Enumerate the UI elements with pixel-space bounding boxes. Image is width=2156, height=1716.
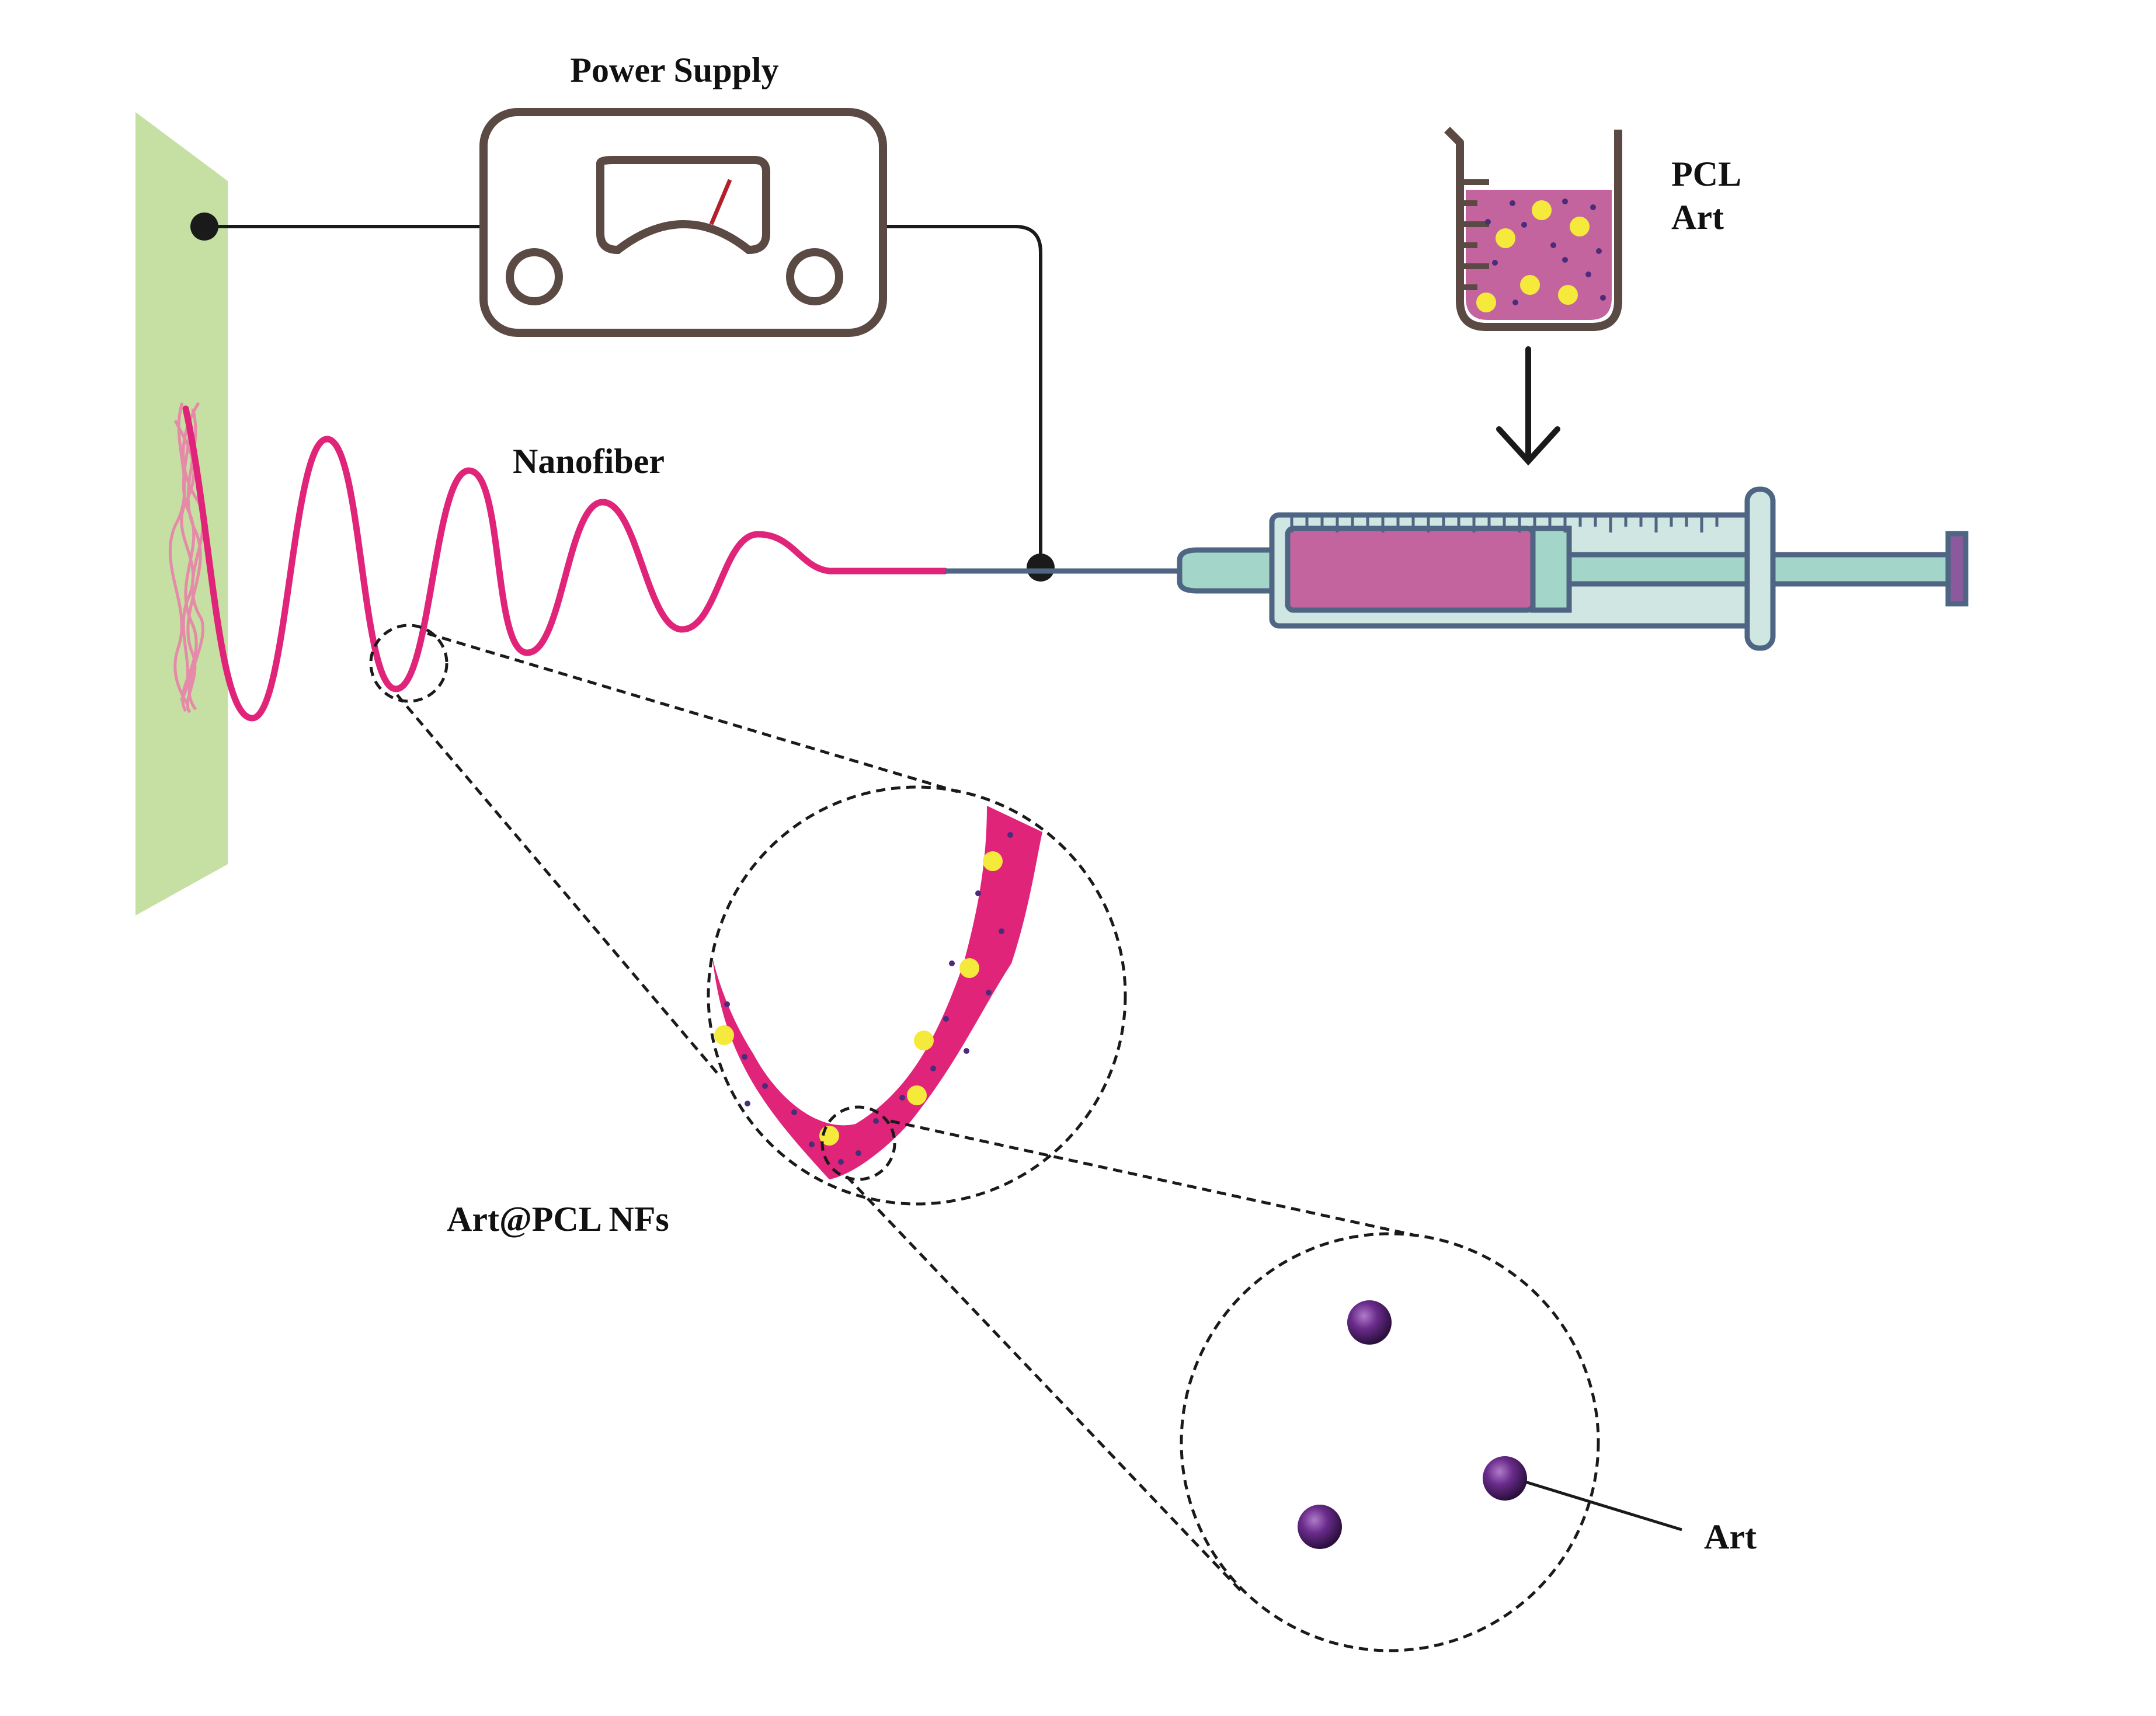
fiber-dopant-small bbox=[724, 832, 1013, 1165]
nanofiber-label: Nanofiber bbox=[513, 442, 665, 481]
zoom-circle-particles bbox=[1180, 1232, 1600, 1652]
nanofiber-jet bbox=[182, 405, 948, 722]
art-particle bbox=[1298, 1505, 1342, 1549]
beaker-scale bbox=[1460, 179, 1489, 290]
collector-terminal bbox=[190, 213, 218, 241]
power-supply-icon bbox=[479, 108, 887, 337]
meter-icon bbox=[596, 156, 770, 255]
plunger-cap bbox=[1945, 531, 1969, 607]
art-pcl-nfs-label: Art@PCL NFs bbox=[447, 1200, 669, 1238]
art-particle-icon bbox=[1298, 1300, 1527, 1549]
beaker-dopant-large bbox=[1476, 200, 1590, 312]
collector-plate-icon bbox=[135, 112, 228, 916]
art-particle-label: Art bbox=[1704, 1517, 1757, 1556]
beaker-icon bbox=[1444, 127, 1622, 331]
art-particle bbox=[1347, 1300, 1392, 1345]
finger-flange bbox=[1744, 486, 1776, 651]
beaker-outline bbox=[1444, 127, 1622, 331]
knob-left bbox=[506, 248, 563, 305]
arrow-down-icon bbox=[1496, 346, 1560, 466]
syringe-scale bbox=[1290, 515, 1719, 532]
zoom-circle-small bbox=[369, 624, 448, 703]
power-supply-box bbox=[479, 108, 887, 337]
art-particle bbox=[1483, 1456, 1527, 1501]
wire bbox=[204, 225, 1042, 568]
knob-right bbox=[786, 248, 843, 305]
art-beaker-label: Art bbox=[1671, 198, 1724, 236]
power-supply-label: Power Supply bbox=[570, 51, 778, 89]
meter-needle-icon bbox=[709, 179, 732, 225]
syringe-tip bbox=[1177, 547, 1275, 594]
syringe-stopper bbox=[1530, 525, 1572, 613]
zoom-lines bbox=[396, 632, 958, 1075]
zoom-circle-inner bbox=[820, 1105, 896, 1181]
art-pointer-line bbox=[1525, 1480, 1682, 1531]
zoom-circle-fiber bbox=[707, 785, 1127, 1206]
pcl-label: PCL bbox=[1671, 155, 1741, 193]
collected-fiber-mat bbox=[168, 402, 205, 713]
syringe-icon bbox=[1177, 486, 1969, 651]
magnified-fiber-body bbox=[712, 806, 1042, 1179]
needle-terminal bbox=[1027, 554, 1055, 582]
zoom-lines-2 bbox=[846, 1119, 1414, 1595]
magnified-fiber bbox=[712, 806, 1042, 1179]
beaker-dopant-small bbox=[1485, 199, 1606, 305]
syringe-solution bbox=[1285, 525, 1536, 613]
